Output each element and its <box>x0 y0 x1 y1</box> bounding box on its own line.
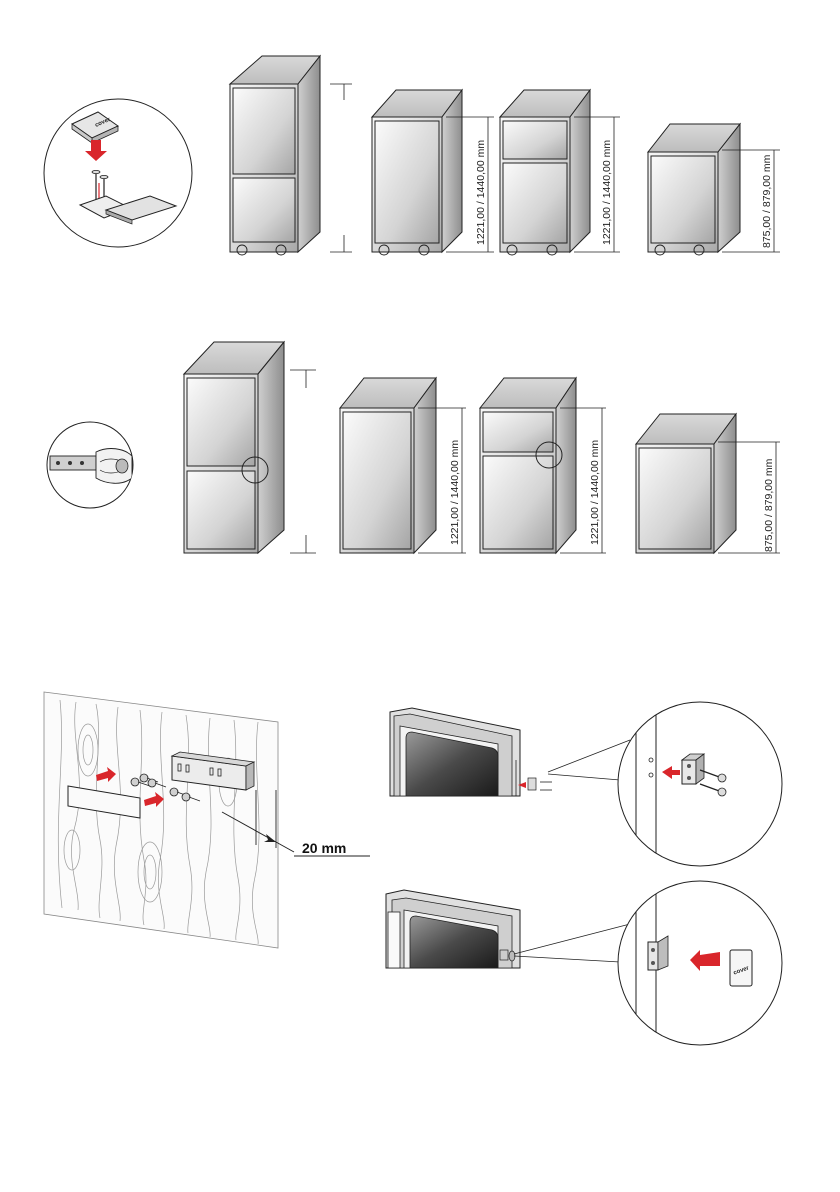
detail-circle-cover: cover <box>618 880 782 1050</box>
fridge-short-1: 875,00 / 879,00 mm <box>648 124 780 255</box>
fridge-door-corner-2 <box>386 890 520 968</box>
detail-circle-hinge <box>47 422 133 508</box>
dimension-label: 875,00 / 879,00 mm <box>763 458 775 552</box>
fridge-tall-single-door-2: 1221,00 / 1440,00 mm <box>340 378 466 553</box>
dimension-label: 875,00 / 879,00 mm <box>761 154 773 248</box>
gap-label: 20 mm <box>302 840 346 856</box>
fridge-tall-two-door-3 <box>184 342 316 553</box>
fridge-tall-two-door-1 <box>230 56 352 255</box>
fridge-tall-single-door-1: 1221,00 / 1440,00 mm <box>372 90 494 255</box>
dimension-label: 1221,00 / 1440,00 mm <box>589 440 601 545</box>
callout-lines-1 <box>548 740 630 780</box>
detail-circle-bracket <box>618 700 782 870</box>
fridge-tall-two-door-2: 1221,00 / 1440,00 mm <box>500 90 620 255</box>
fridge-short-2: 875,00 / 879,00 mm <box>636 414 780 553</box>
dimension-label: 1221,00 / 1440,00 mm <box>449 440 461 545</box>
fridge-door-corner-1 <box>390 708 552 796</box>
callout-lines-2 <box>514 924 630 962</box>
detail-circle-leveling: cover <box>44 99 192 247</box>
dimension-label: 1221,00 / 1440,00 mm <box>601 140 613 245</box>
wooden-door-panel <box>44 692 278 948</box>
fridge-tall-two-door-4: 1221,00 / 1440,00 mm <box>480 378 606 553</box>
dimension-label: 1221,00 / 1440,00 mm <box>475 140 487 245</box>
